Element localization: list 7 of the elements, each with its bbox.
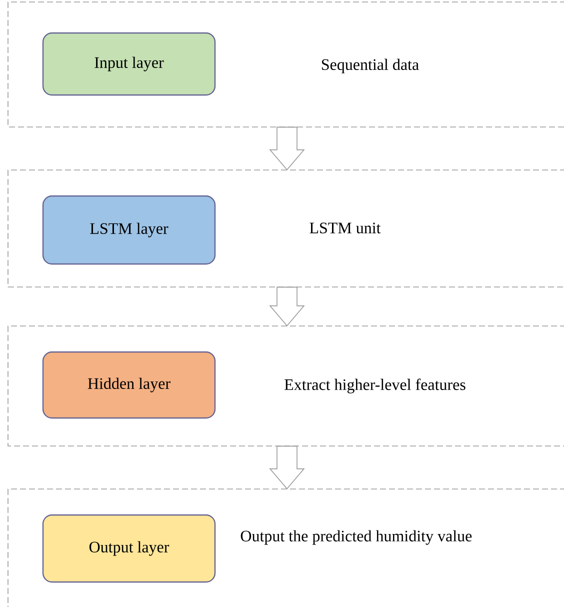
layer-box: Input layer bbox=[42, 32, 216, 96]
hollow-arrow bbox=[269, 446, 305, 490]
layer-box: Hidden layer bbox=[42, 351, 216, 419]
layer-box: LSTM layer bbox=[42, 195, 216, 265]
hollow-arrow bbox=[269, 126, 305, 170]
hollow-arrow bbox=[269, 286, 305, 326]
layer-box: Output layer bbox=[42, 514, 216, 583]
